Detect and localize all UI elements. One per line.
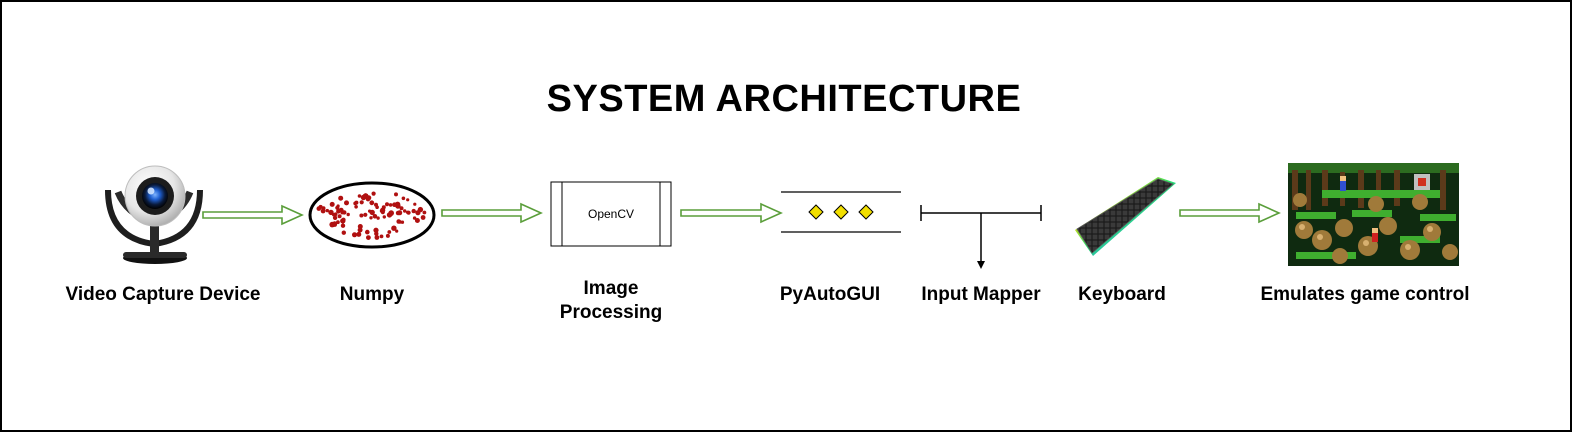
numpy-dot xyxy=(403,209,407,213)
numpy-dot xyxy=(415,210,421,216)
numpy-dot xyxy=(359,213,364,218)
webcam-icon xyxy=(105,165,203,264)
arrow-webcam-to-numpy xyxy=(202,204,304,226)
numpy-dot xyxy=(388,203,393,207)
numpy-dot xyxy=(316,206,322,211)
numpy-dot xyxy=(337,214,342,219)
numpy-dot xyxy=(379,234,384,239)
numpy-dot xyxy=(406,198,410,202)
numpy-dot xyxy=(385,233,390,238)
numpy-dot xyxy=(399,206,404,211)
numpy-dot xyxy=(340,218,346,224)
numpy-dot xyxy=(325,208,329,213)
numpy-dot xyxy=(422,210,427,215)
numpy-dot xyxy=(394,192,398,197)
numpy-dot xyxy=(332,215,338,220)
numpy-dot xyxy=(374,235,380,240)
numpy-dot xyxy=(374,231,379,236)
image-processing-label-line1: Image xyxy=(583,278,639,299)
pyautogui-label: PyAutoGUI xyxy=(779,284,881,305)
numpy-dot xyxy=(395,210,401,216)
numpy-dot xyxy=(396,219,402,224)
video-capture-label: Video Capture Device xyxy=(65,284,261,305)
numpy-dot xyxy=(353,201,358,206)
numpy-dot xyxy=(387,230,392,234)
image-processing-label: Image Processing xyxy=(548,277,674,325)
numpy-dot xyxy=(341,230,346,235)
numpy-dot xyxy=(371,191,376,196)
keyboard-label: Keyboard xyxy=(1078,284,1166,305)
opencv-label: OpenCV xyxy=(588,207,634,221)
keyboard-icon xyxy=(1075,177,1176,256)
numpy-dot xyxy=(329,201,335,207)
diagram-title: SYSTEM ARCHITECTURE xyxy=(546,78,1022,120)
numpy-dot xyxy=(336,220,340,225)
numpy-dot xyxy=(344,200,349,206)
numpy-dot xyxy=(374,202,378,207)
numpy-dot xyxy=(329,221,336,228)
arrow-numpy-to-opencv xyxy=(441,202,543,224)
numpy-dot xyxy=(321,206,326,211)
numpy-dot xyxy=(346,212,350,217)
numpy-dot xyxy=(338,195,344,201)
numpy-array-icon xyxy=(308,181,436,249)
numpy-dot xyxy=(354,205,358,209)
numpy-dot xyxy=(338,207,344,213)
numpy-dot xyxy=(382,215,386,219)
numpy-dot xyxy=(359,200,364,205)
arrow-keyboard-to-game xyxy=(1179,202,1281,224)
arrow-opencv-to-pyautogui xyxy=(680,202,783,224)
numpy-dot xyxy=(391,225,397,231)
numpy-dot xyxy=(365,229,370,235)
numpy-dot xyxy=(372,214,378,219)
numpy-dot xyxy=(369,209,375,216)
numpy-dot xyxy=(369,200,375,206)
numpy-dot xyxy=(413,202,417,206)
game-label: Emulates game control xyxy=(1260,284,1470,305)
numpy-dot xyxy=(366,235,371,241)
numpy-dot xyxy=(340,223,346,228)
numpy-dot xyxy=(414,218,420,223)
numpy-dot xyxy=(405,210,410,214)
numpy-dot xyxy=(395,229,399,233)
numpy-dot xyxy=(363,212,368,217)
numpy-dot xyxy=(385,202,389,207)
numpy-dot xyxy=(357,194,362,198)
arrows xyxy=(202,202,1281,226)
game-screenshot-icon xyxy=(1288,163,1459,266)
numpy-dot xyxy=(381,205,386,210)
input-mapper-label: Input Mapper xyxy=(921,284,1041,305)
numpy-dot xyxy=(357,227,363,233)
numpy-dot xyxy=(376,216,380,220)
numpy-dot xyxy=(373,227,379,233)
numpy-dot xyxy=(369,216,373,220)
numpy-dot xyxy=(411,208,416,214)
numpy-dot xyxy=(365,197,371,202)
numpy-dot xyxy=(352,232,357,238)
numpy-dot xyxy=(335,205,340,210)
numpy-dot xyxy=(356,231,362,237)
numpy-dot xyxy=(333,212,338,217)
numpy-dot xyxy=(401,196,406,201)
mapper-icon xyxy=(920,205,1042,269)
process-box-icon: OpenCV xyxy=(550,181,672,247)
numpy-dot xyxy=(420,215,426,220)
numpy-label: Numpy xyxy=(339,284,405,305)
data-store-icon xyxy=(781,191,901,233)
numpy-dot xyxy=(388,210,395,216)
image-processing-label-line2: Processing xyxy=(559,302,663,323)
numpy-dot xyxy=(392,202,397,207)
